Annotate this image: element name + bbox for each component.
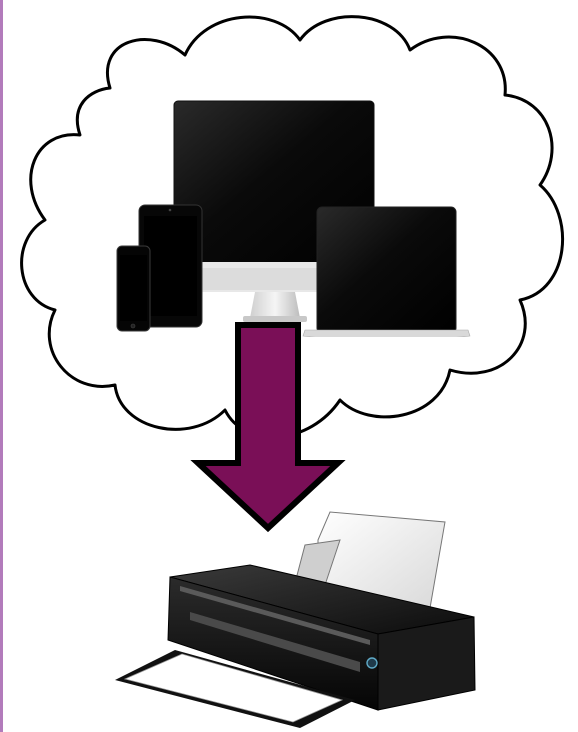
smartphone-icon: [117, 246, 150, 331]
laptop-icon: [303, 207, 470, 339]
printer-icon: [115, 512, 475, 728]
